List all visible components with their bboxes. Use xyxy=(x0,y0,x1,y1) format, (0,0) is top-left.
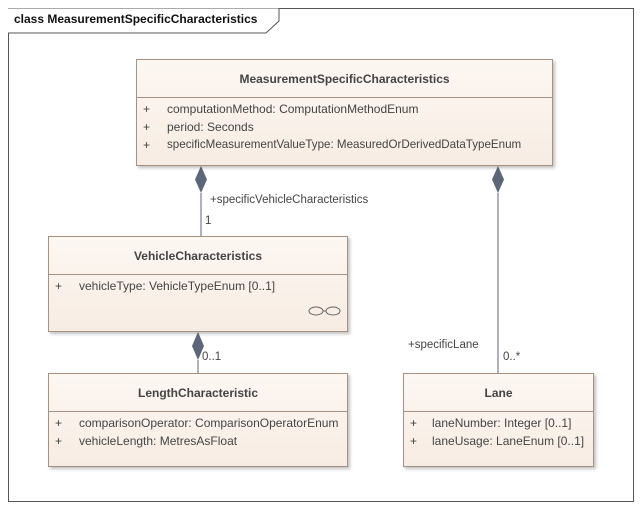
class-name: LengthCharacteristic xyxy=(49,374,347,412)
frame-title: class MeasurementSpecificCharacteristics xyxy=(14,12,258,26)
frame-title-tab xyxy=(8,8,280,34)
attribute-row: + period: Seconds xyxy=(137,120,552,138)
visibility-marker: + xyxy=(55,416,63,430)
visibility-marker: + xyxy=(55,279,63,293)
linked-element-icon xyxy=(308,306,341,316)
attribute-row: + vehicleType: VehicleTypeEnum [0..1] xyxy=(49,279,347,297)
visibility-marker: + xyxy=(410,416,418,430)
attribute-row: + laneNumber: Integer [0..1] xyxy=(404,416,593,434)
class-name: MeasurementSpecificCharacteristics xyxy=(137,60,552,98)
multiplicity-vehicle: 1 xyxy=(205,215,212,227)
attribute-row: + vehicleLength: MetresAsFloat xyxy=(49,434,347,452)
attribute-row: + comparisonOperator: ComparisonOperator… xyxy=(49,416,347,434)
attribute-row: + laneUsage: LaneEnum [0..1] xyxy=(404,434,593,452)
class-name: VehicleCharacteristics xyxy=(49,237,347,275)
composition-diamond-length xyxy=(192,332,204,360)
attribute-text: laneUsage: LaneEnum [0..1] xyxy=(432,434,585,448)
attribute-text: specificMeasurementValueType: MeasuredOr… xyxy=(167,138,522,151)
class-vehicle-characteristics[interactable]: VehicleCharacteristics + vehicleType: Ve… xyxy=(48,236,348,332)
attribute-text: vehicleType: VehicleTypeEnum [0..1] xyxy=(79,279,276,293)
role-label-lane: +specificLane xyxy=(408,339,479,351)
visibility-marker: + xyxy=(55,434,63,448)
visibility-marker: + xyxy=(143,102,151,116)
attribute-row: + specificMeasurementValueType: Measured… xyxy=(137,138,552,156)
class-lane[interactable]: Lane + laneNumber: Integer [0..1] + lane… xyxy=(403,373,594,467)
visibility-marker: + xyxy=(143,120,151,134)
attribute-text: period: Seconds xyxy=(167,120,254,134)
attribute-list: + computationMethod: ComputationMethodEn… xyxy=(137,98,552,156)
class-measurement-specific-characteristics[interactable]: MeasurementSpecificCharacteristics + com… xyxy=(136,59,553,166)
visibility-marker: + xyxy=(143,138,151,152)
attribute-row: + computationMethod: ComputationMethodEn… xyxy=(137,102,552,120)
role-label-vehicle: +specificVehicleCharacteristics xyxy=(210,194,369,206)
visibility-marker: + xyxy=(410,434,418,448)
attribute-text: computationMethod: ComputationMethodEnum xyxy=(167,102,419,116)
attribute-list: + laneNumber: Integer [0..1] + laneUsage… xyxy=(404,412,593,452)
multiplicity-length: 0..1 xyxy=(202,351,222,363)
attribute-list: + comparisonOperator: ComparisonOperator… xyxy=(49,412,347,452)
attribute-text: laneNumber: Integer [0..1] xyxy=(432,416,572,430)
class-name: Lane xyxy=(404,374,593,412)
attribute-text: vehicleLength: MetresAsFloat xyxy=(79,434,238,448)
attribute-list: + vehicleType: VehicleTypeEnum [0..1] xyxy=(49,275,347,297)
attribute-text: comparisonOperator: ComparisonOperatorEn… xyxy=(79,416,339,430)
composition-diamond-vehicle xyxy=(195,166,207,193)
multiplicity-lane: 0..* xyxy=(503,351,521,363)
composition-diamond-lane xyxy=(492,166,504,193)
class-length-characteristic[interactable]: LengthCharacteristic + comparisonOperato… xyxy=(48,373,348,467)
